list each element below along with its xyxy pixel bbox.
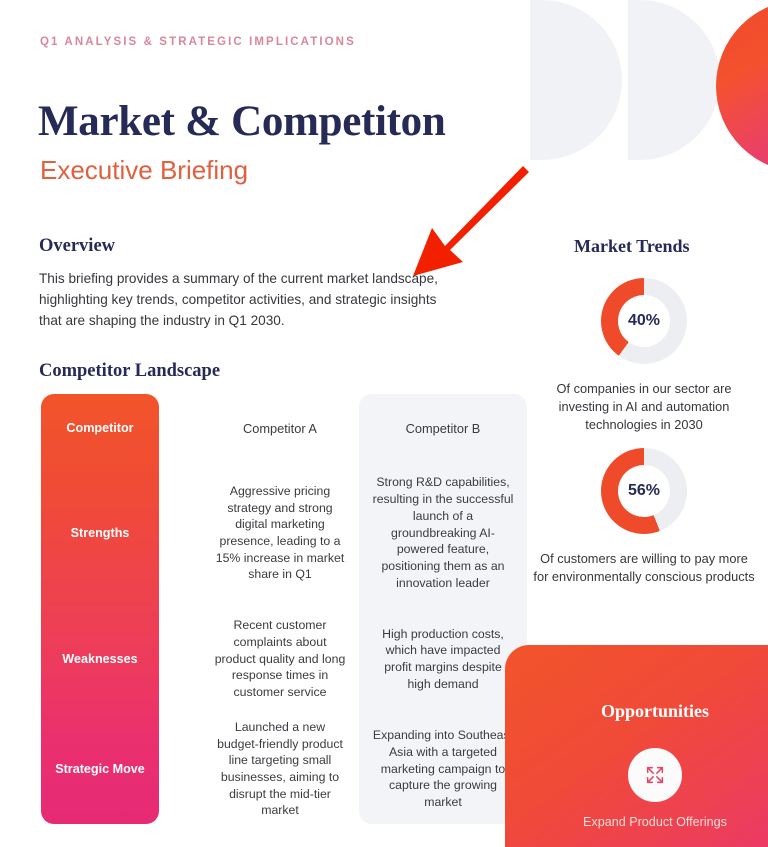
overview-body: This briefing provides a summary of the … xyxy=(39,271,438,329)
donut-chart-40: 40% xyxy=(601,278,687,364)
eyebrow-text: Q1 ANALYSIS & STRATEGIC IMPLICATIONS xyxy=(40,36,356,48)
opportunity-label-1: Expand Product Offerings xyxy=(583,815,727,829)
cell-b-strategic-move: Expanding into Southeast Asia with a tar… xyxy=(372,728,514,810)
opportunities-card: Opportunities Expand Product Offerings xyxy=(505,645,768,847)
donut-caption-1: Of companies in our sector are investing… xyxy=(556,381,732,432)
cell-b-strengths: Strong R&D capabilities, resulting in th… xyxy=(372,475,514,590)
semicircle-gray-2 xyxy=(628,0,720,160)
donut-center-1: 40% xyxy=(618,295,670,347)
donut-caption-2: Of customers are willing to pay more for… xyxy=(533,551,755,584)
cell-a-strategic-move: Launched a new budget-friendly product l… xyxy=(217,719,343,818)
cell-a-weaknesses: Recent customer complaints about product… xyxy=(214,618,346,700)
red-arrow-icon xyxy=(413,166,529,276)
row-label-competitor: Competitor xyxy=(66,420,134,435)
column-header-competitor-a: Competitor A xyxy=(243,420,317,436)
market-trends-heading: Market Trends xyxy=(574,236,690,256)
row-label-weaknesses: Weaknesses xyxy=(62,651,138,666)
table-column-competitor-b: Competitor B Strong R&D capabilities, re… xyxy=(359,394,527,824)
donut-chart-56: 56% xyxy=(601,448,687,534)
cell-a-strengths: Aggressive pricing strategy and strong d… xyxy=(215,483,345,582)
donut-value-2: 56% xyxy=(627,482,661,499)
opportunities-heading: Opportunities xyxy=(600,701,710,721)
column-header-competitor-b: Competitor B xyxy=(405,420,481,436)
semicircle-gradient xyxy=(716,0,768,172)
market-trend-item-1: 40% Of companies in our sector are inves… xyxy=(520,278,768,434)
market-trend-item-2: 56% Of customers are willing to pay more… xyxy=(520,448,768,586)
table-column-competitor-a: Competitor A Aggressive pricing strategy… xyxy=(201,394,359,824)
row-label-strengths: Strengths xyxy=(70,525,130,540)
page-title: Market & Competiton xyxy=(38,98,446,145)
overview-heading: Overview xyxy=(39,236,116,256)
competitor-table: Competitor Strengths Weaknesses Strategi… xyxy=(41,394,527,824)
donut-value-1: 40% xyxy=(627,312,661,329)
semicircle-gray-1 xyxy=(530,0,622,160)
competitor-landscape-heading: Competitor Landscape xyxy=(39,361,221,381)
donut-center-2: 56% xyxy=(618,465,670,517)
page-subtitle: Executive Briefing xyxy=(40,155,249,185)
row-label-strategic-move: Strategic Move xyxy=(55,761,145,776)
expand-arrows-icon xyxy=(628,748,682,802)
cell-b-weaknesses: High production costs, which have impact… xyxy=(382,626,504,691)
table-label-column: Competitor Strengths Weaknesses Strategi… xyxy=(41,394,159,824)
corner-decoration xyxy=(528,0,768,180)
